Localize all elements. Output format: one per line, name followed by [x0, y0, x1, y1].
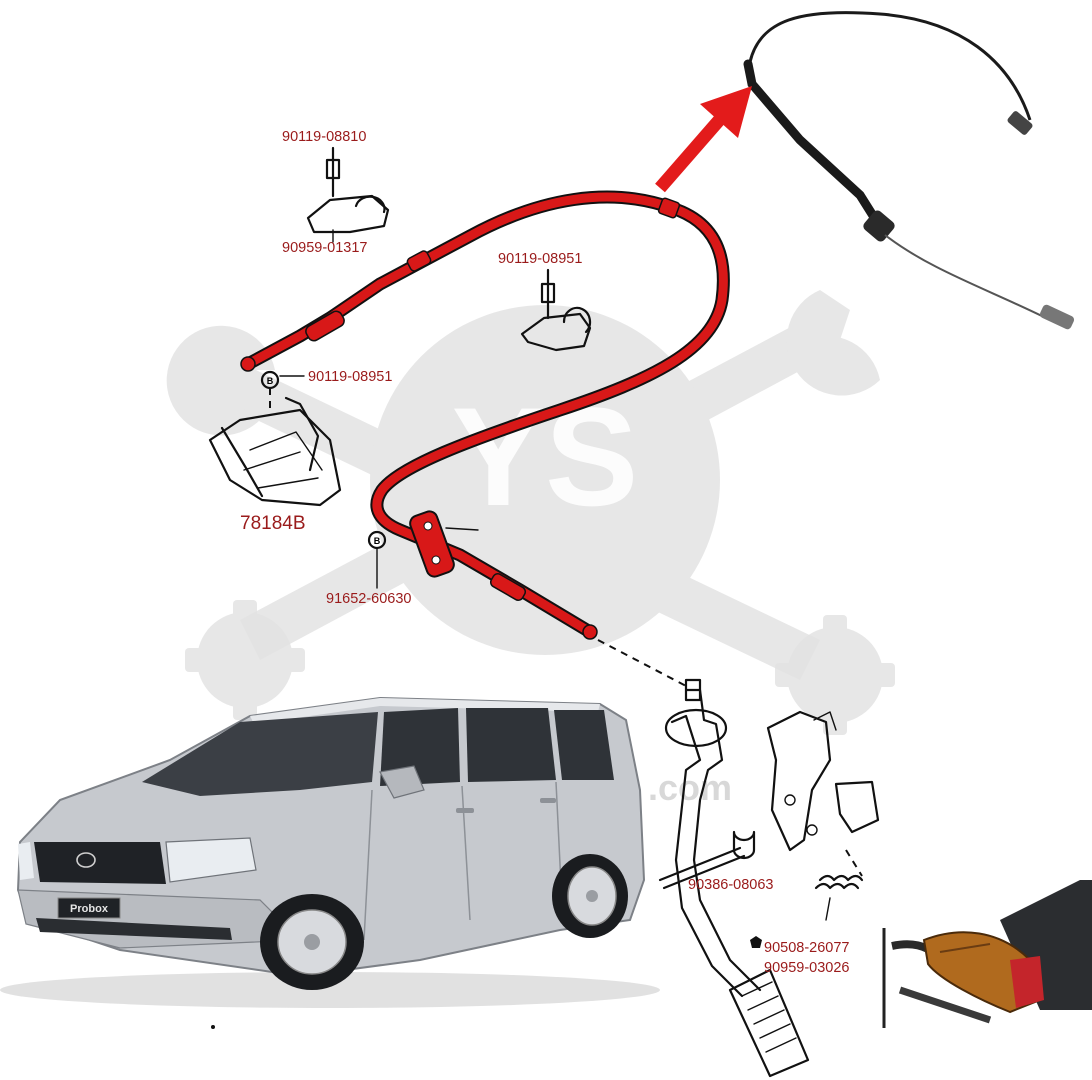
part-label-p4: 90119-08951 — [308, 369, 392, 385]
part-label-p9: 90959-03026 — [764, 960, 849, 976]
direction-arrow-icon — [655, 86, 752, 193]
accelerator-cable — [240, 190, 730, 640]
part-label-p6: 91652-60630 — [326, 591, 411, 607]
watermark-badge: YS — [452, 378, 639, 535]
part-label-p8: 90508-26077 — [764, 940, 849, 956]
car-photo: Probox — [0, 696, 660, 1008]
accelerator-pedal-assembly — [658, 678, 880, 1078]
part-number-labels: 90119-08810 90959-01317 90119-08951 9011… — [240, 129, 849, 976]
part-label-p1: 90119-08810 — [282, 129, 366, 145]
part-label-p7: 90386-08063 — [688, 877, 773, 893]
foot-pedal-icon — [882, 880, 1092, 1028]
svg-text:B: B — [374, 536, 381, 546]
part-label-p3: 90119-08951 — [498, 251, 582, 267]
grommet-bolt: B — [367, 530, 387, 589]
car-plate-text: Probox — [70, 903, 109, 915]
part-label-p2: 90959-01317 — [282, 240, 367, 256]
cable-photo-icon — [743, 11, 1075, 330]
cable-clamp-bracket-2 — [520, 268, 592, 352]
svg-text:B: B — [267, 376, 274, 386]
cable-leader-line — [597, 639, 691, 689]
part-label-p5: 78184B — [240, 513, 306, 534]
wrench-watermark-icon — [166, 290, 880, 680]
gear-watermark-icon — [185, 600, 895, 735]
cable-clamp-bracket-1 — [306, 146, 390, 243]
watermark-suffix: .com — [648, 767, 732, 808]
throttle-bracket: B — [208, 370, 342, 507]
